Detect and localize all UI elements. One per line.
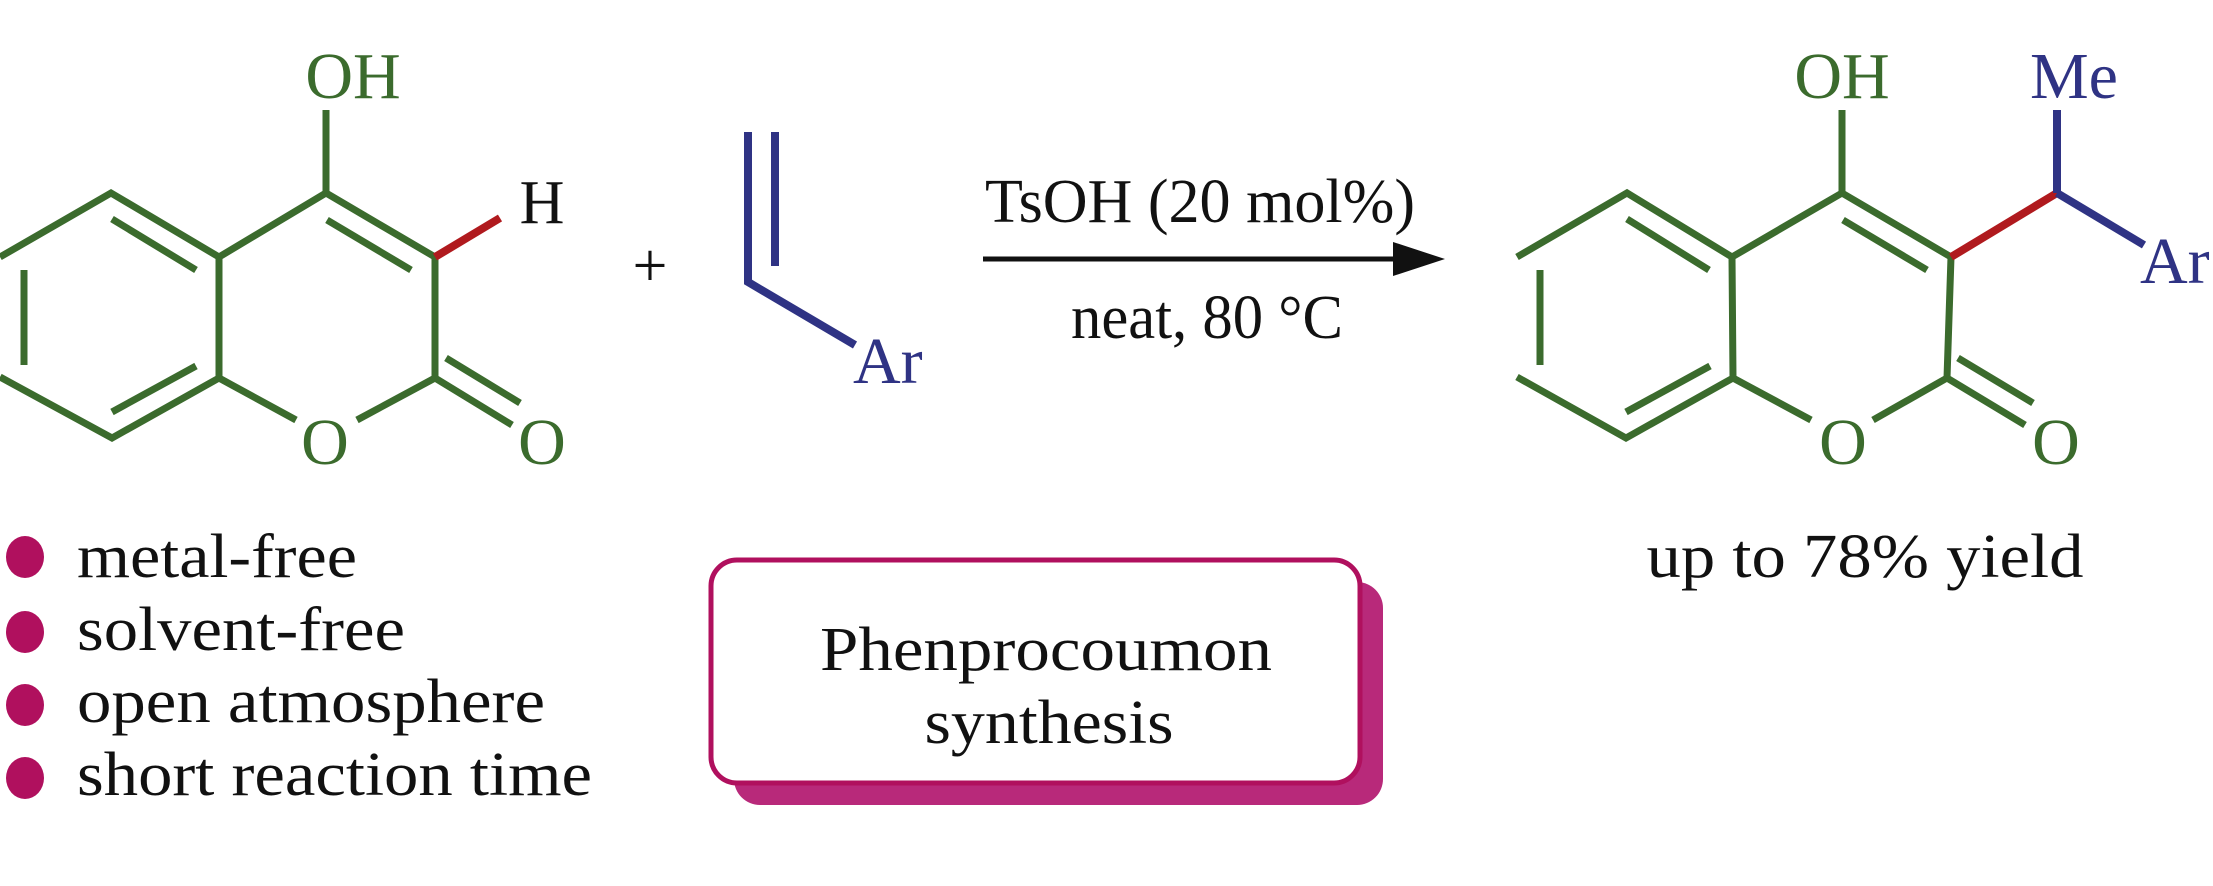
- box-title-line2: synthesis: [925, 689, 1174, 757]
- feature-list: metal-free solvent-free open atmosphere …: [6, 523, 592, 809]
- feature-item: short reaction time: [6, 741, 592, 809]
- reactant-styrene: Ar: [744, 132, 923, 398]
- feature-text: metal-free: [77, 523, 357, 591]
- aryl-label: Ar: [853, 325, 923, 398]
- reaction-arrow: TsOH (20 mol%) neat, 80 °C: [983, 168, 1445, 352]
- phenprocoumon-synthesis-box: Phenprocoumon synthesis: [708, 557, 1383, 805]
- bullet-icon: [6, 536, 44, 578]
- box-frame: [708, 557, 1363, 786]
- yield-label: up to 78% yield: [1647, 523, 2084, 591]
- hydrogen-label: H: [520, 169, 565, 237]
- hydroxyl-label: OH: [305, 40, 400, 113]
- reactant-4-hydroxycoumarin: OH H O O: [0, 40, 566, 479]
- methyl-label: Me: [2030, 40, 2118, 113]
- arrow-head-icon: [1393, 242, 1445, 276]
- ring-oxygen-label: O: [301, 406, 349, 479]
- reagent-label: TsOH (20 mol%): [985, 168, 1415, 236]
- feature-item: metal-free: [6, 523, 357, 591]
- bullet-icon: [6, 757, 44, 799]
- conditions-label: neat, 80 °C: [1071, 284, 1343, 352]
- bullet-icon: [6, 611, 44, 653]
- feature-text: solvent-free: [77, 596, 405, 664]
- plus-sign: +: [633, 232, 668, 300]
- bullet-icon: [6, 684, 44, 726]
- box-title-line1: Phenprocoumon: [820, 616, 1272, 684]
- product-aryl-label: Ar: [2140, 225, 2210, 298]
- product-carbonyl-oxygen-label: O: [2032, 406, 2080, 479]
- feature-text: short reaction time: [77, 741, 592, 809]
- product-phenprocoumon-analog: OH Me Ar O O up to 78% yield: [1515, 40, 2210, 591]
- product-ring-oxygen-label: O: [1819, 406, 1867, 479]
- product-hydroxyl-label: OH: [1794, 40, 1889, 113]
- feature-item: open atmosphere: [6, 668, 545, 736]
- feature-item: solvent-free: [6, 596, 405, 664]
- feature-text: open atmosphere: [77, 668, 545, 736]
- carbonyl-oxygen-label: O: [518, 406, 566, 479]
